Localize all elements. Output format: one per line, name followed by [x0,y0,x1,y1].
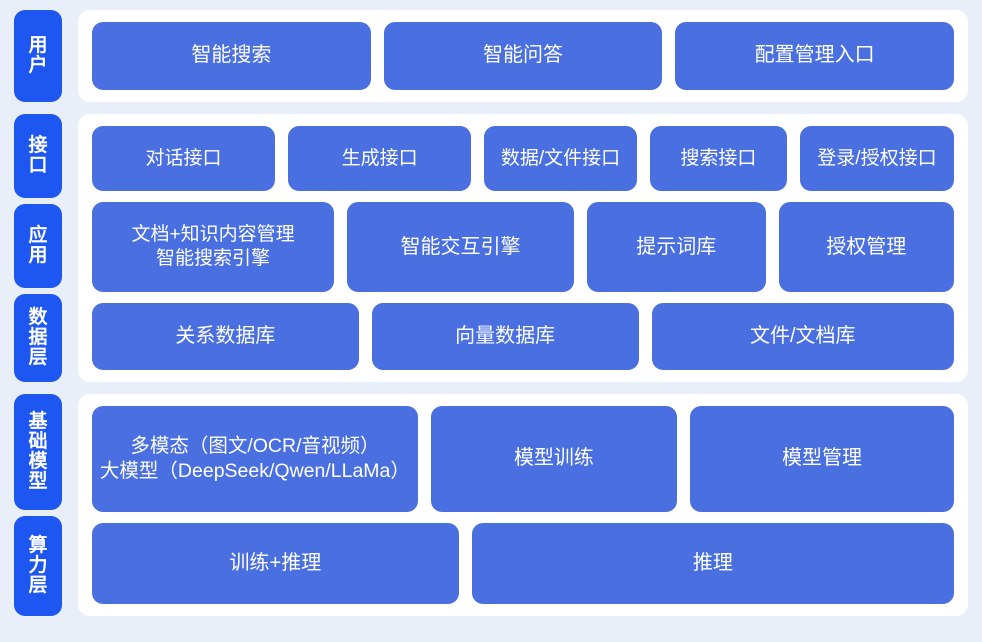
box-login-auth-interface[interactable]: 登录/授权接口 [799,126,954,192]
box-smart-search[interactable]: 智能搜索 [92,22,371,90]
row-data: 关系数据库 向量数据库 文件/文档库 [92,303,955,370]
row-compute: 训练+推理 推理 [92,522,954,604]
panel-user: 智能搜索 智能问答 配置管理入口 [78,10,968,102]
panel-middle: 对话接口 生成接口 数据/文件接口 搜索接口 登录/授权接口 文档+知识内容管理… [78,114,968,382]
box-data-file-interface[interactable]: 数据/文件接口 [484,126,637,192]
layer-tag-data-label: 数据层 [28,306,48,369]
layer-tag-application[interactable]: 应用 [14,204,62,288]
box-dialog-interface[interactable]: 对话接口 [92,126,276,192]
row-application: 文档+知识内容管理 智能搜索引擎 智能交互引擎 提示词库 授权管理 [92,202,954,293]
layer-tag-data[interactable]: 数据层 [14,294,62,382]
section-middle: 接口 应用 数据层 对话接口 生成接口 数据/文件接口 搜索接口 登录/授权接口… [14,114,968,382]
layer-tag-application-label: 应用 [28,224,48,266]
tag-column-middle: 接口 应用 数据层 [14,114,62,382]
layer-tag-interface[interactable]: 接口 [14,114,62,198]
box-doc-knowledge-content-management[interactable]: 文档+知识内容管理 智能搜索引擎 [92,202,335,293]
box-vector-database[interactable]: 向量数据库 [371,303,639,370]
box-file-document-store[interactable]: 文件/文档库 [651,303,955,370]
row-interface: 对话接口 生成接口 数据/文件接口 搜索接口 登录/授权接口 [92,126,954,192]
box-smart-qa[interactable]: 智能问答 [383,22,663,90]
box-prompt-library[interactable]: 提示词库 [587,202,766,293]
box-inference[interactable]: 推理 [471,522,954,604]
box-model-management[interactable]: 模型管理 [690,406,954,512]
box-multimodal-large-model[interactable]: 多模态（图文/OCR/音视频） 大模型（DeepSeek/Qwen/LLaMa） [92,406,418,512]
layer-tag-compute-label: 算力层 [28,534,48,597]
box-search-interface[interactable]: 搜索接口 [649,126,787,192]
row-foundation-model: 多模态（图文/OCR/音视频） 大模型（DeepSeek/Qwen/LLaMa）… [92,406,954,512]
section-base: 基础模型 算力层 多模态（图文/OCR/音视频） 大模型（DeepSeek/Qw… [14,394,968,616]
layer-tag-user-label: 用户 [28,34,48,76]
layer-tag-compute[interactable]: 算力层 [14,516,62,616]
tag-column-base: 基础模型 算力层 [14,394,62,616]
panel-base: 多模态（图文/OCR/音视频） 大模型（DeepSeek/Qwen/LLaMa）… [78,394,968,616]
layer-tag-interface-label: 接口 [28,134,48,176]
section-user: 用户 智能搜索 智能问答 配置管理入口 [14,10,968,102]
box-model-training[interactable]: 模型训练 [430,406,678,512]
box-generation-interface[interactable]: 生成接口 [288,126,472,192]
box-smart-interaction-engine[interactable]: 智能交互引擎 [347,202,575,293]
box-config-management-entry[interactable]: 配置管理入口 [675,22,955,90]
layer-tag-foundation-model-label: 基础模型 [28,410,48,493]
box-relational-database[interactable]: 关系数据库 [92,303,359,370]
layer-tag-foundation-model[interactable]: 基础模型 [14,394,62,510]
tag-column-user: 用户 [14,10,62,102]
layer-tag-user[interactable]: 用户 [14,10,62,102]
row-user: 智能搜索 智能问答 配置管理入口 [92,22,955,90]
box-authorization-management[interactable]: 授权管理 [778,202,954,293]
box-training-and-inference[interactable]: 训练+推理 [92,522,459,604]
